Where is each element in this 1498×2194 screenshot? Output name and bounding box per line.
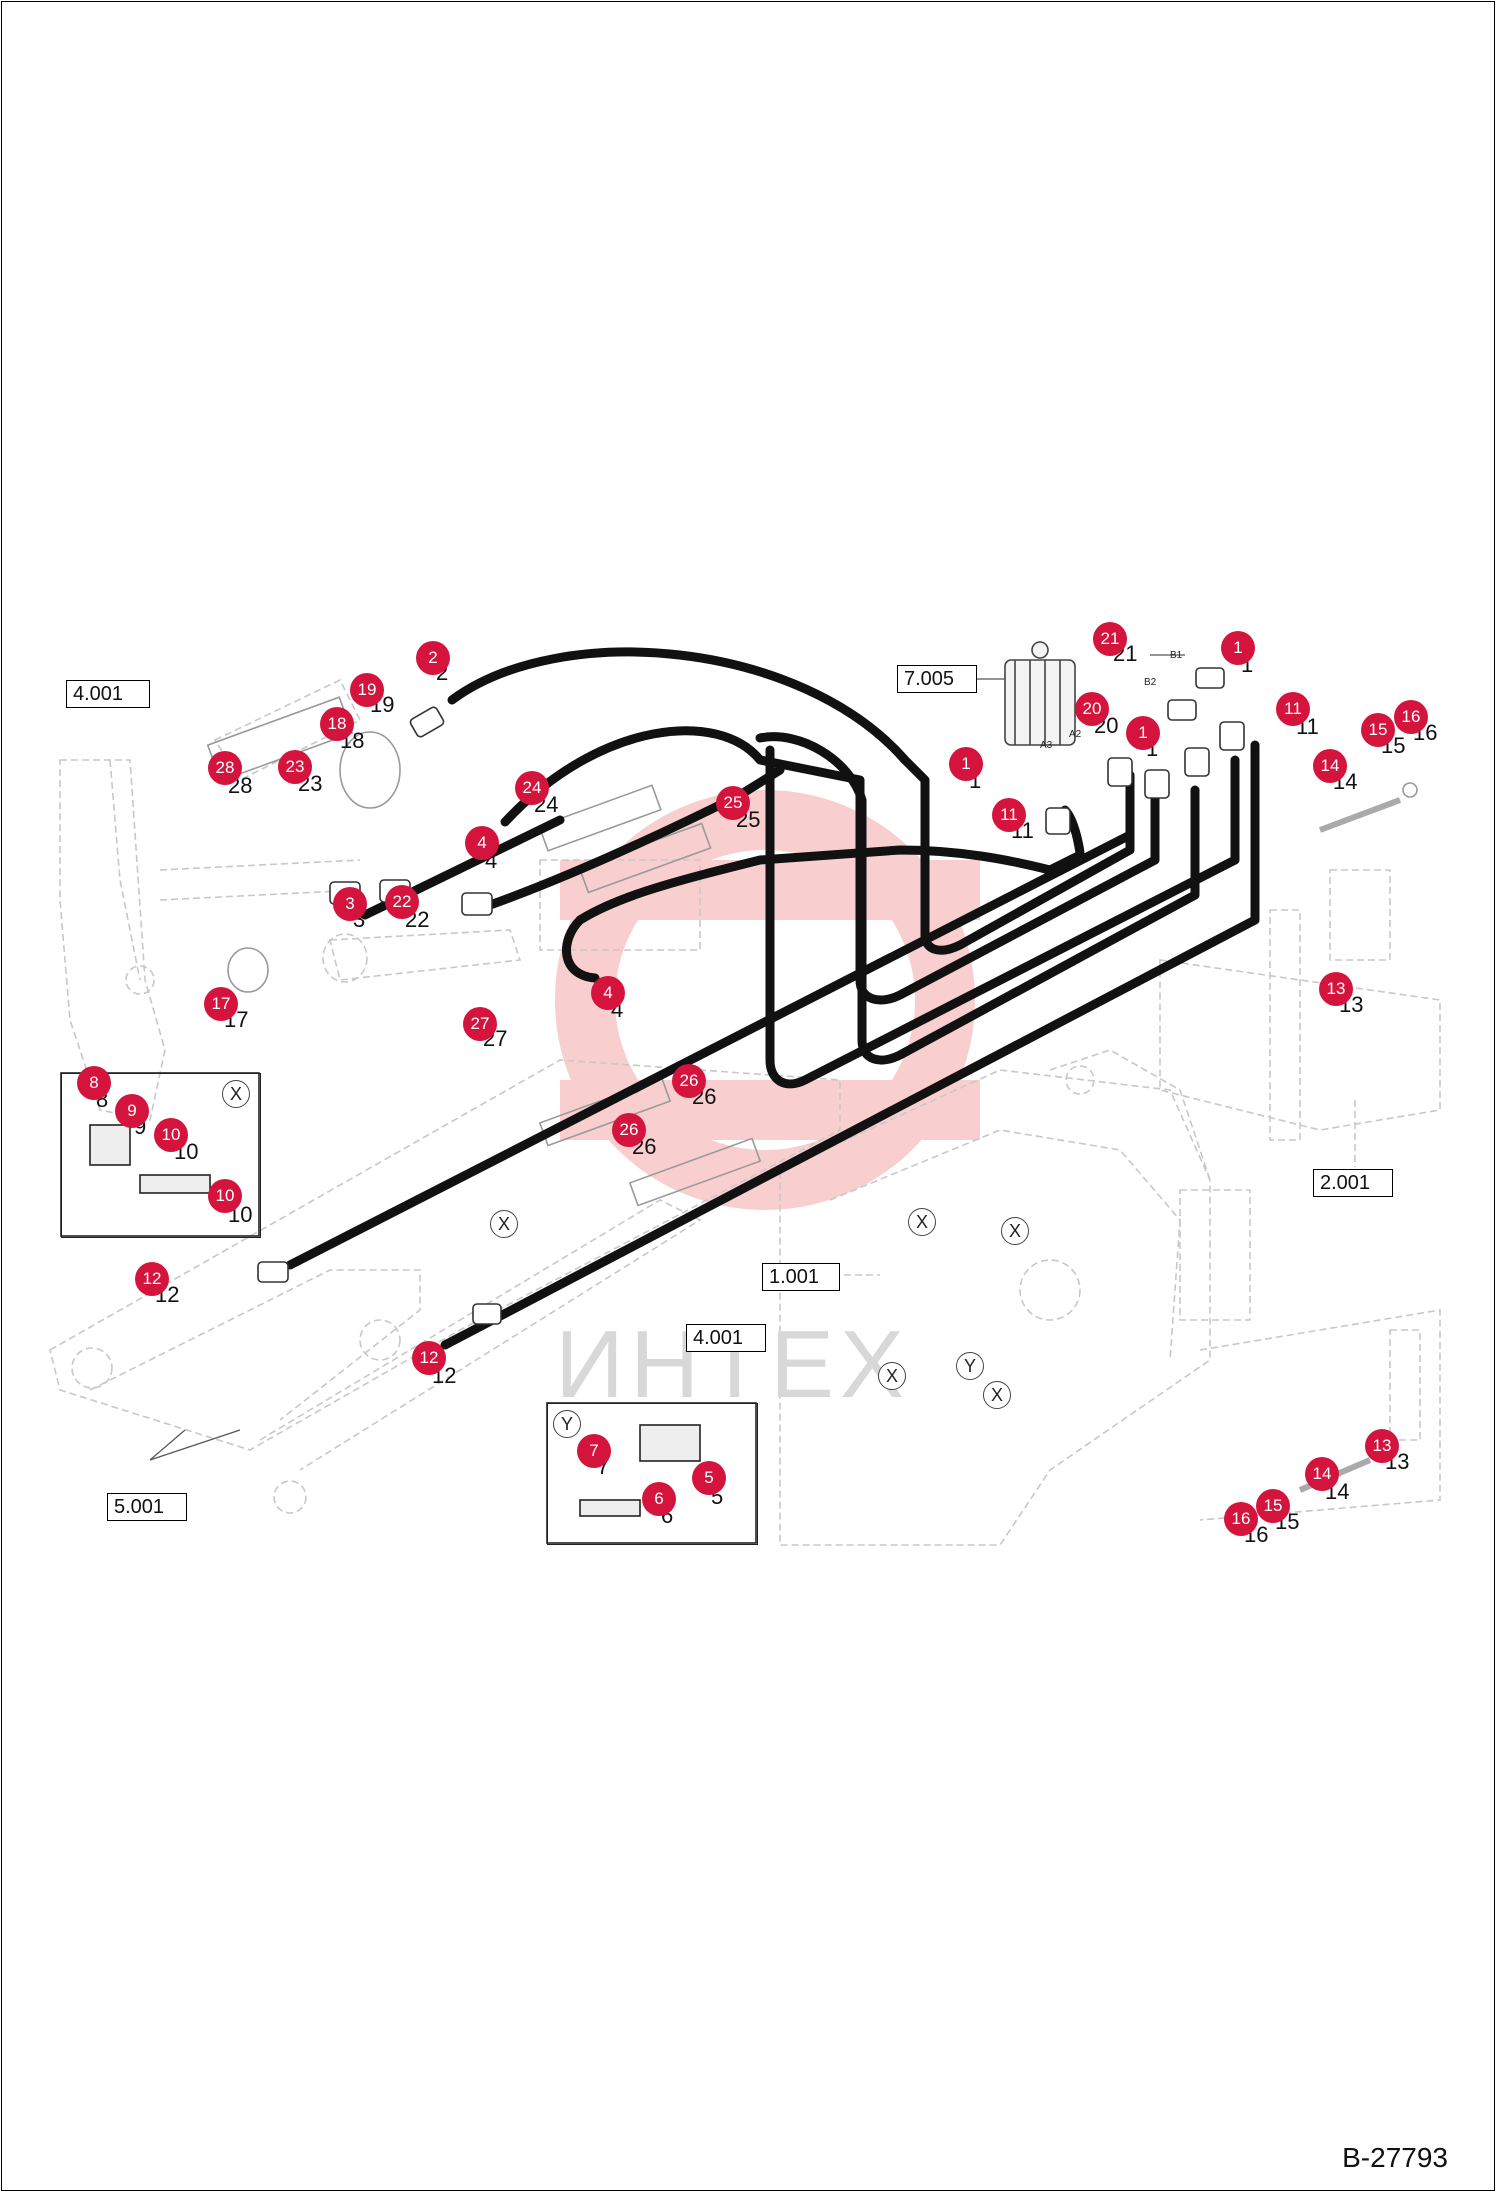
- detail-inset-y: [547, 1403, 758, 1545]
- part-callout-27[interactable]: 27: [463, 1007, 497, 1041]
- view-mark-x: X: [1001, 1217, 1029, 1245]
- port-label-b2: B2: [1144, 677, 1157, 688]
- part-callout-26[interactable]: 26: [672, 1064, 706, 1098]
- part-callout-18[interactable]: 18: [320, 707, 354, 741]
- part-callout-11[interactable]: 11: [1276, 692, 1310, 726]
- part-callout-23[interactable]: 23: [278, 750, 312, 784]
- part-callout-8[interactable]: 8: [77, 1066, 111, 1100]
- reference-box-4-001[interactable]: 4.001: [66, 680, 150, 708]
- part-callout-25[interactable]: 25: [716, 786, 750, 820]
- reference-box-2-001[interactable]: 2.001: [1313, 1169, 1393, 1197]
- view-mark-x: X: [983, 1381, 1011, 1409]
- part-callout-1[interactable]: 1: [949, 747, 983, 781]
- view-mark-y: Y: [553, 1410, 581, 1438]
- part-callout-14[interactable]: 14: [1305, 1457, 1339, 1491]
- part-callout-22[interactable]: 22: [385, 885, 419, 919]
- reference-box-1-001[interactable]: 1.001: [762, 1263, 840, 1291]
- view-mark-x: X: [878, 1362, 906, 1390]
- inset-x-frame: [60, 1072, 757, 1544]
- leader-lines: [149, 654, 1185, 1461]
- part-callout-14[interactable]: 14: [1313, 749, 1347, 783]
- reference-box-4-001[interactable]: 4.001: [686, 1324, 766, 1352]
- hose-24: [500, 726, 1160, 1005]
- part-callout-17[interactable]: 17: [204, 987, 238, 1021]
- part-callout-2[interactable]: 2: [416, 641, 450, 675]
- phantom-outlines: [49, 678, 1441, 1546]
- part-callout-12[interactable]: 12: [412, 1341, 446, 1375]
- hose-fittings: [257, 667, 1245, 1325]
- part-callout-7[interactable]: 7: [577, 1434, 611, 1468]
- port-label-a3: A3: [1040, 740, 1053, 751]
- part-callout-9[interactable]: 9: [115, 1094, 149, 1128]
- part-callout-4[interactable]: 4: [591, 976, 625, 1010]
- view-mark-x: X: [490, 1210, 518, 1238]
- part-callout-24[interactable]: 24: [515, 771, 549, 805]
- part-callout-15[interactable]: 15: [1256, 1489, 1290, 1523]
- hose-hook: [755, 732, 1200, 1065]
- view-mark-y: Y: [956, 1352, 984, 1380]
- part-callout-13[interactable]: 13: [1319, 972, 1353, 1006]
- part-callout-10[interactable]: 10: [154, 1118, 188, 1152]
- part-callout-3[interactable]: 3: [333, 887, 367, 921]
- part-callout-1[interactable]: 1: [1221, 631, 1255, 665]
- part-callout-11[interactable]: 11: [992, 798, 1026, 832]
- hose-25: [765, 745, 1240, 1089]
- detail-inset-x: [61, 1073, 261, 1238]
- port-label-a2: A2: [1069, 729, 1082, 740]
- part-callout-1[interactable]: 1: [1126, 716, 1160, 750]
- part-callout-10[interactable]: 10: [208, 1179, 242, 1213]
- part-callout-4[interactable]: 4: [465, 826, 499, 860]
- drawing-number: B-27793: [1342, 2142, 1448, 2173]
- hose-2: [447, 647, 1135, 955]
- part-callout-16[interactable]: 16: [1224, 1502, 1258, 1536]
- part-callout-15[interactable]: 15: [1361, 713, 1395, 747]
- part-callout-12[interactable]: 12: [135, 1262, 169, 1296]
- part-callout-21[interactable]: 21: [1093, 622, 1127, 656]
- view-mark-x: X: [222, 1080, 250, 1108]
- part-callout-19[interactable]: 19: [350, 673, 384, 707]
- hose-12-right: [440, 740, 1260, 1350]
- control-valve-block: [1004, 641, 1076, 746]
- reference-box-5-001[interactable]: 5.001: [107, 1493, 187, 1521]
- part-callout-28[interactable]: 28: [208, 751, 242, 785]
- part-callout-16[interactable]: 16: [1394, 700, 1428, 734]
- hose-4-lower: [562, 805, 1085, 983]
- hose-12-left: [285, 830, 1135, 1270]
- port-label-b1: B1: [1170, 650, 1183, 661]
- reference-box-7-005[interactable]: 7.005: [897, 665, 977, 693]
- view-mark-x: X: [908, 1208, 936, 1236]
- part-callout-20[interactable]: 20: [1075, 692, 1109, 726]
- hydraulic-hoses: [285, 647, 1260, 1350]
- part-callout-6[interactable]: 6: [642, 1482, 676, 1516]
- part-callout-26[interactable]: 26: [612, 1113, 646, 1147]
- part-callout-13[interactable]: 13: [1365, 1429, 1399, 1463]
- part-callout-5[interactable]: 5: [692, 1461, 726, 1495]
